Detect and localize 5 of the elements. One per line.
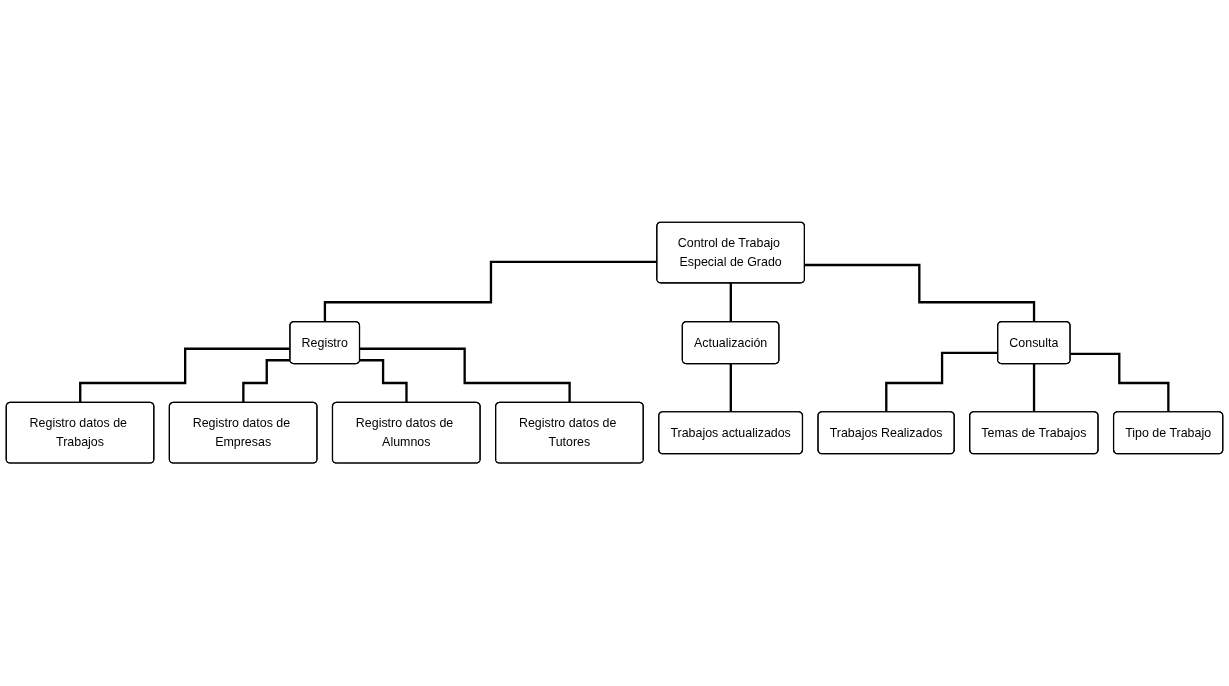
connector [804, 264, 1036, 324]
connector [1032, 363, 1036, 414]
connector [729, 282, 733, 324]
connector [1070, 353, 1170, 414]
connector [729, 363, 733, 414]
